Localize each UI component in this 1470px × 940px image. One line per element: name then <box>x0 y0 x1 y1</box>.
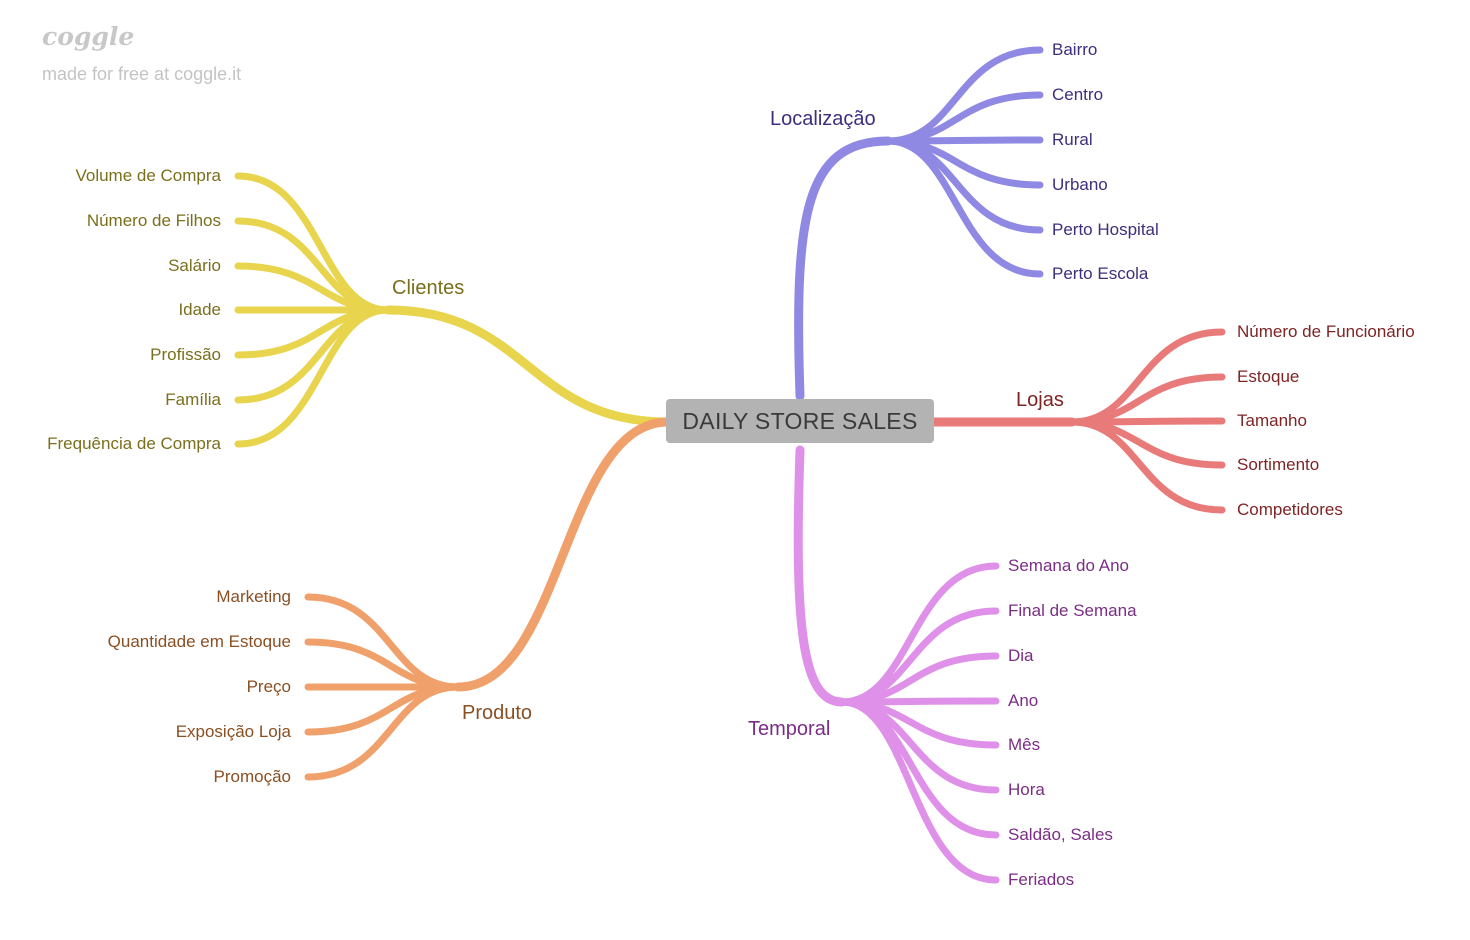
node-numero-de-filhos[interactable]: Número de Filhos <box>86 211 221 230</box>
coggle-credit: made for free at coggle.it <box>42 64 242 84</box>
clientes-trunk <box>383 305 673 427</box>
node-perto-escola[interactable]: Perto Escola <box>1052 264 1149 283</box>
branch-lojas-label[interactable]: Lojas <box>1016 389 1064 411</box>
clientes-leaf-connector-volume-de-compra <box>234 172 392 314</box>
produto-leaf-connector-promocao <box>304 683 462 781</box>
lojas-leaf-connector-competidores <box>1068 418 1226 514</box>
temporal-leaf-connector-semana-do-ano <box>838 562 1000 706</box>
node-estoque[interactable]: Estoque <box>1237 367 1300 386</box>
temporal-leaf-connector-feriados <box>838 698 1000 884</box>
node-exposicao-loja[interactable]: Exposição Loja <box>175 722 291 741</box>
branch-clientes-label[interactable]: Clientes <box>392 277 465 299</box>
temporal-leaf-connector-saldao-sales <box>838 698 1000 839</box>
branch-localizacao-label[interactable]: Localização <box>770 108 876 130</box>
node-marketing[interactable]: Marketing <box>216 587 291 606</box>
node-idade[interactable]: Idade <box>178 300 221 319</box>
coggle-logo: coggle <box>42 22 135 51</box>
node-promocao[interactable]: Promoção <box>213 767 291 786</box>
node-volume-de-compra[interactable]: Volume de Compra <box>75 166 221 185</box>
node-perto-hospital[interactable]: Perto Hospital <box>1052 220 1159 239</box>
branch-produto-label[interactable]: Produto <box>462 702 533 724</box>
node-quantidade-em-estoque[interactable]: Quantidade em Estoque <box>107 632 291 651</box>
node-final-de-semana[interactable]: Final de Semana <box>1008 601 1137 620</box>
node-mes[interactable]: Mês <box>1008 735 1041 754</box>
root-node[interactable]: DAILY STORE SALES <box>666 399 934 443</box>
clientes-leaf-connector-frequencia-de-compra <box>234 306 392 448</box>
node-preco[interactable]: Preço <box>246 677 291 696</box>
localizacao-leaf-connector-perto-escola <box>884 137 1044 278</box>
node-hora[interactable]: Hora <box>1008 780 1045 799</box>
node-tamanho[interactable]: Tamanho <box>1237 411 1307 430</box>
node-frequencia-de-compra[interactable]: Frequência de Compra <box>47 434 221 453</box>
node-profissao[interactable]: Profissão <box>150 345 221 364</box>
node-familia[interactable]: Família <box>165 390 221 409</box>
node-rural[interactable]: Rural <box>1052 130 1093 149</box>
node-competidores[interactable]: Competidores <box>1237 500 1343 519</box>
produto-trunk <box>453 417 673 692</box>
node-dia[interactable]: Dia <box>1008 646 1034 665</box>
node-bairro[interactable]: Bairro <box>1052 40 1098 59</box>
node-ano[interactable]: Ano <box>1008 691 1039 710</box>
localizacao-trunk <box>794 136 893 401</box>
branch-temporal-label[interactable]: Temporal <box>748 718 831 740</box>
node-salario[interactable]: Salário <box>168 256 221 275</box>
node-sortimento[interactable]: Sortimento <box>1237 455 1320 474</box>
node-semana-do-ano[interactable]: Semana do Ano <box>1008 556 1129 575</box>
node-numero-de-funcionario[interactable]: Número de Funcionário <box>1237 322 1415 341</box>
node-feriados[interactable]: Feriados <box>1008 870 1075 889</box>
node-saldao-sales[interactable]: Saldão, Sales <box>1008 825 1113 844</box>
node-centro[interactable]: Centro <box>1052 85 1104 104</box>
node-urbano[interactable]: Urbano <box>1052 175 1108 194</box>
root-node-label: DAILY STORE SALES <box>682 407 918 434</box>
branch-connectors <box>234 46 1226 884</box>
temporal-trunk <box>793 445 847 707</box>
